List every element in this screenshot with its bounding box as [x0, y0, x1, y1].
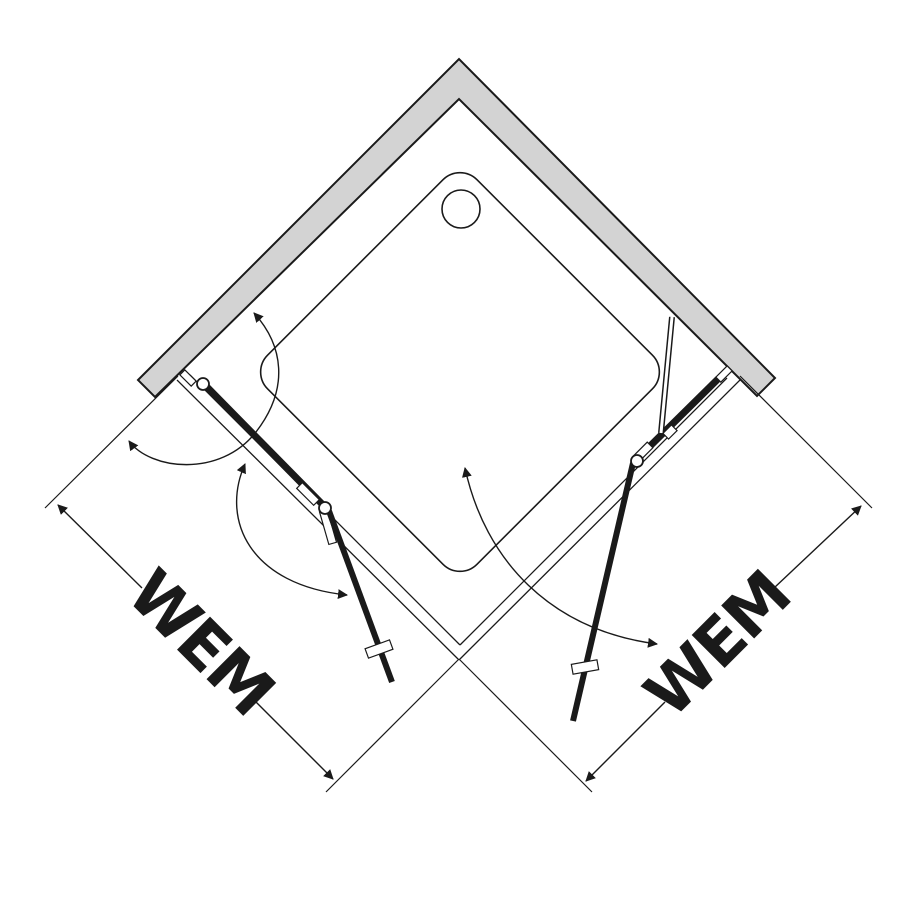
right-open-panel-inner — [659, 316, 674, 434]
right-swing-arc — [462, 467, 658, 648]
left-outer-swing-arc — [128, 312, 280, 466]
drain-icon — [441, 189, 481, 229]
left-dimension-line — [57, 504, 334, 780]
left-swing-panel — [326, 509, 395, 684]
right-door-handle — [570, 659, 600, 675]
right-fixed-panel — [641, 376, 721, 455]
floor-outline — [176, 374, 741, 661]
right-dimension-line — [585, 505, 862, 782]
left-door-handle — [364, 639, 394, 659]
left-inner-swing-arc — [236, 463, 348, 600]
left-lower-hinge — [318, 501, 332, 515]
left-upper-hinge — [196, 377, 210, 391]
right-hinge — [630, 454, 644, 468]
swing-arcs — [128, 312, 658, 648]
right-panel-clip — [662, 424, 678, 440]
left-wall-bracket — [179, 369, 197, 387]
dimension-label-left: WEM — [113, 556, 287, 730]
